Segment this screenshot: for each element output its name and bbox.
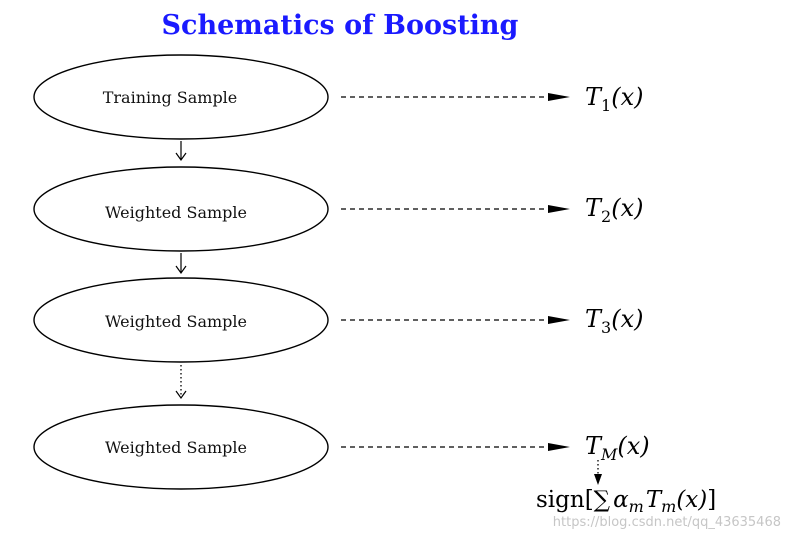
node-ellipse	[33, 166, 329, 252]
node-label: Training Sample	[103, 88, 238, 107]
output-t1: T1(x)	[585, 83, 643, 115]
down-arrow-1	[175, 141, 187, 162]
node-label: Weighted Sample	[105, 203, 247, 222]
down-arrow-2	[175, 253, 187, 275]
connector-arrow-1	[341, 93, 570, 101]
down-arrow-head	[175, 390, 187, 400]
diagram-title: Schematics of Boosting	[162, 10, 519, 41]
node-ellipse	[33, 54, 329, 140]
connector-arrow-4	[341, 443, 570, 451]
arrow-head	[548, 316, 570, 324]
arrow-head	[594, 474, 602, 485]
node-ellipse	[33, 277, 329, 363]
down-arrow-head	[175, 152, 187, 162]
output-t3: T3(x)	[585, 305, 643, 337]
watermark: https://blog.csdn.net/qq_43635468	[553, 515, 781, 530]
node-ellipse	[33, 404, 329, 490]
arrow-head	[548, 93, 570, 101]
node-weighted-sample-3: Weighted Sample	[33, 404, 329, 490]
final-classifier: sign[∑αmTm(x)]	[536, 487, 716, 516]
node-label: Weighted Sample	[105, 438, 247, 457]
node-training-sample: Training Sample	[33, 54, 329, 140]
node-weighted-sample-1: Weighted Sample	[33, 166, 329, 252]
down-arrow-head	[175, 265, 187, 275]
connector-arrow-3	[341, 316, 570, 324]
output-tm: TM(x)	[585, 432, 650, 464]
node-weighted-sample-2: Weighted Sample	[33, 277, 329, 363]
node-label: Weighted Sample	[105, 312, 247, 331]
arrow-head	[548, 205, 570, 213]
arrow-head	[548, 443, 570, 451]
output-t2: T2(x)	[585, 194, 643, 226]
dotted-down-arrow	[175, 365, 187, 400]
connector-arrow-2	[341, 205, 570, 213]
combine-arrow	[594, 460, 602, 485]
